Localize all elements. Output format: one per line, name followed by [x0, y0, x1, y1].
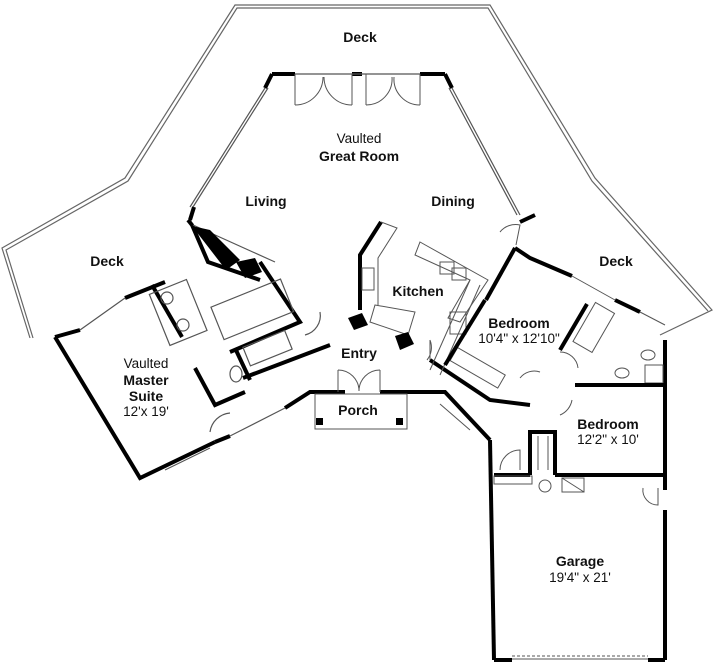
porch-post-left: [316, 418, 323, 425]
kitchen-column-left: [348, 313, 368, 330]
dining-label: Dining: [431, 193, 475, 209]
master-suite-label-line1: Master: [123, 372, 169, 388]
great-room-walls: [188, 72, 536, 224]
fireplace-block: [236, 258, 262, 278]
great-room-window-walls: [189, 73, 521, 216]
master-suite-walls: [53, 218, 345, 481]
master-suite-qualifier: Vaulted: [123, 356, 169, 371]
deck-left-label: Deck: [90, 253, 124, 269]
entry-label: Entry: [341, 345, 377, 361]
garage-walls: [488, 439, 667, 662]
bedroom-2-dimensions: 12'2" x 10': [577, 432, 639, 447]
great-room-label: Great Room: [318, 148, 400, 164]
kitchen-walls: [358, 220, 531, 407]
garage-label: Garage: [555, 553, 605, 569]
bedroom-2-walls: [528, 383, 667, 477]
deck-outline: [1, 4, 713, 339]
garage-details: [493, 449, 659, 660]
bedroom-2-label: Bedroom: [577, 416, 639, 432]
bedroom-1-label: Bedroom: [488, 315, 550, 331]
garage-dimensions: 19'4" x 21': [549, 570, 611, 585]
dining-door: [499, 224, 521, 246]
bedroom-1-walls: [443, 246, 667, 385]
kitchen-label: Kitchen: [392, 283, 444, 299]
fireplace: [192, 226, 240, 270]
entry-walls: [310, 390, 492, 442]
kitchen-column-right: [395, 332, 414, 350]
french-doors: [294, 74, 421, 106]
living-label: Living: [245, 193, 287, 209]
deck-right-label: Deck: [599, 253, 633, 269]
great-room-qualifier: Vaulted: [336, 131, 382, 146]
porch: [314, 369, 471, 431]
bedroom-1-dimensions: 10'4" x 12'10": [478, 331, 560, 346]
master-suite-dimensions: 12'x 19': [123, 404, 169, 419]
deck-top-label: Deck: [343, 29, 377, 45]
master-suite-label-line2: Suite: [128, 388, 164, 404]
porch-label: Porch: [338, 402, 378, 418]
porch-post-right: [396, 418, 403, 425]
bedroom-2-details: [537, 399, 573, 470]
